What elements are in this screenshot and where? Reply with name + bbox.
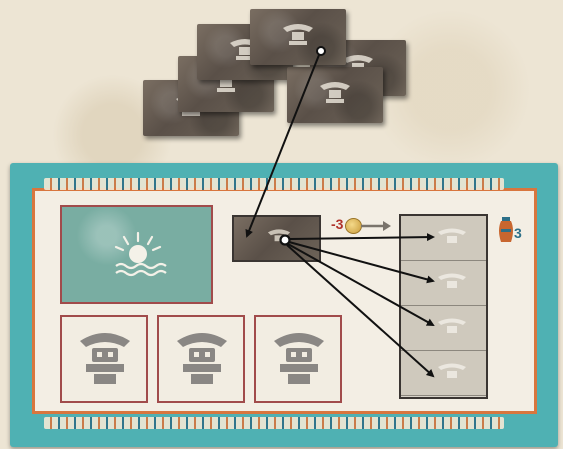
top-border-band [44,178,504,190]
vase-icon [497,216,515,244]
reward-amount: 3 [514,225,522,241]
column-cell[interactable] [401,216,486,261]
totem-mask-icon [70,329,140,391]
totem-mask-icon [167,329,237,391]
column-cell[interactable] [401,351,486,396]
bottom-border-band [44,417,504,429]
sun-tile[interactable] [60,205,213,304]
fan-totem-icon [262,227,296,251]
fan-totem-icon [434,362,470,384]
placed-tile[interactable] [232,215,321,262]
fan-totem-icon [312,80,358,110]
fan-totem-icon [275,22,321,52]
fan-totem-icon [434,317,470,339]
totem-slot[interactable] [254,315,342,403]
totem-slot[interactable] [157,315,245,403]
cost-amount: -3 [331,216,343,232]
tile-column [399,214,488,399]
totem-mask-icon [264,329,334,391]
coin-icon [345,218,362,234]
stack-tile[interactable] [287,67,383,123]
sun-wave-icon [108,229,168,279]
fan-totem-icon [434,272,470,294]
column-cell[interactable] [401,306,486,351]
arrow-right-icon [361,221,391,231]
totem-slot[interactable] [60,315,148,403]
column-cell[interactable] [401,261,486,306]
fan-totem-icon [434,227,470,249]
stack-top-tile[interactable] [250,9,346,65]
